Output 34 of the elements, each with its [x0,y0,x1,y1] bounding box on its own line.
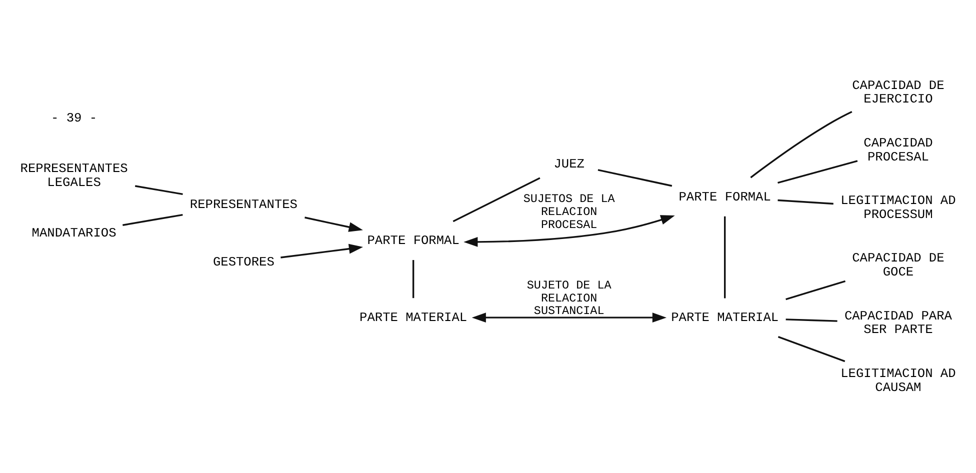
connector [778,199,834,205]
node-text: GESTORES [212,254,274,270]
node-text: MANDATARIOS [32,226,116,241]
connector [598,169,672,187]
edge-label: SUJETOS DE LA RELACION PROCESAL [523,192,615,232]
node-text: CAPACIDAD DE EJERCICIO [852,78,944,107]
node-text: LEGITIMACION AD PROCESSUM [840,193,956,222]
label: - 39 - [51,110,98,126]
connector [786,318,838,322]
node-text: CAPACIDAD PROCESAL [864,135,933,164]
connector [750,110,852,178]
arrow [472,312,667,323]
arrow [464,215,675,247]
node-text: PARTE FORMAL [678,189,771,204]
arrow [280,244,364,258]
node-text: CAPACIDAD PARA SER PARTE [844,308,952,338]
node-text: CAPACIDAD DE GOCE [852,250,944,280]
node-text: PARTE FORMAL [367,233,460,248]
connector [412,260,414,298]
connector [778,160,858,184]
arrow [304,216,363,232]
connector [122,214,183,226]
node-text: REPRESENTANTES LEGALES [20,161,128,190]
connector [724,216,726,298]
node-text: REPRESENTANTES [190,196,298,212]
connector [134,185,183,196]
edge-label: SUJETO DE LA RELACION SUSTANCIAL [526,278,612,318]
node-text: JUEZ [554,156,584,172]
connector [786,280,846,300]
node-text: PARTE MATERIAL [671,310,779,325]
connector [778,336,846,362]
node-text: LEGITIMACION AD CAUSAM [840,366,956,395]
connector [452,177,540,222]
node-text: PARTE MATERIAL [360,310,468,325]
